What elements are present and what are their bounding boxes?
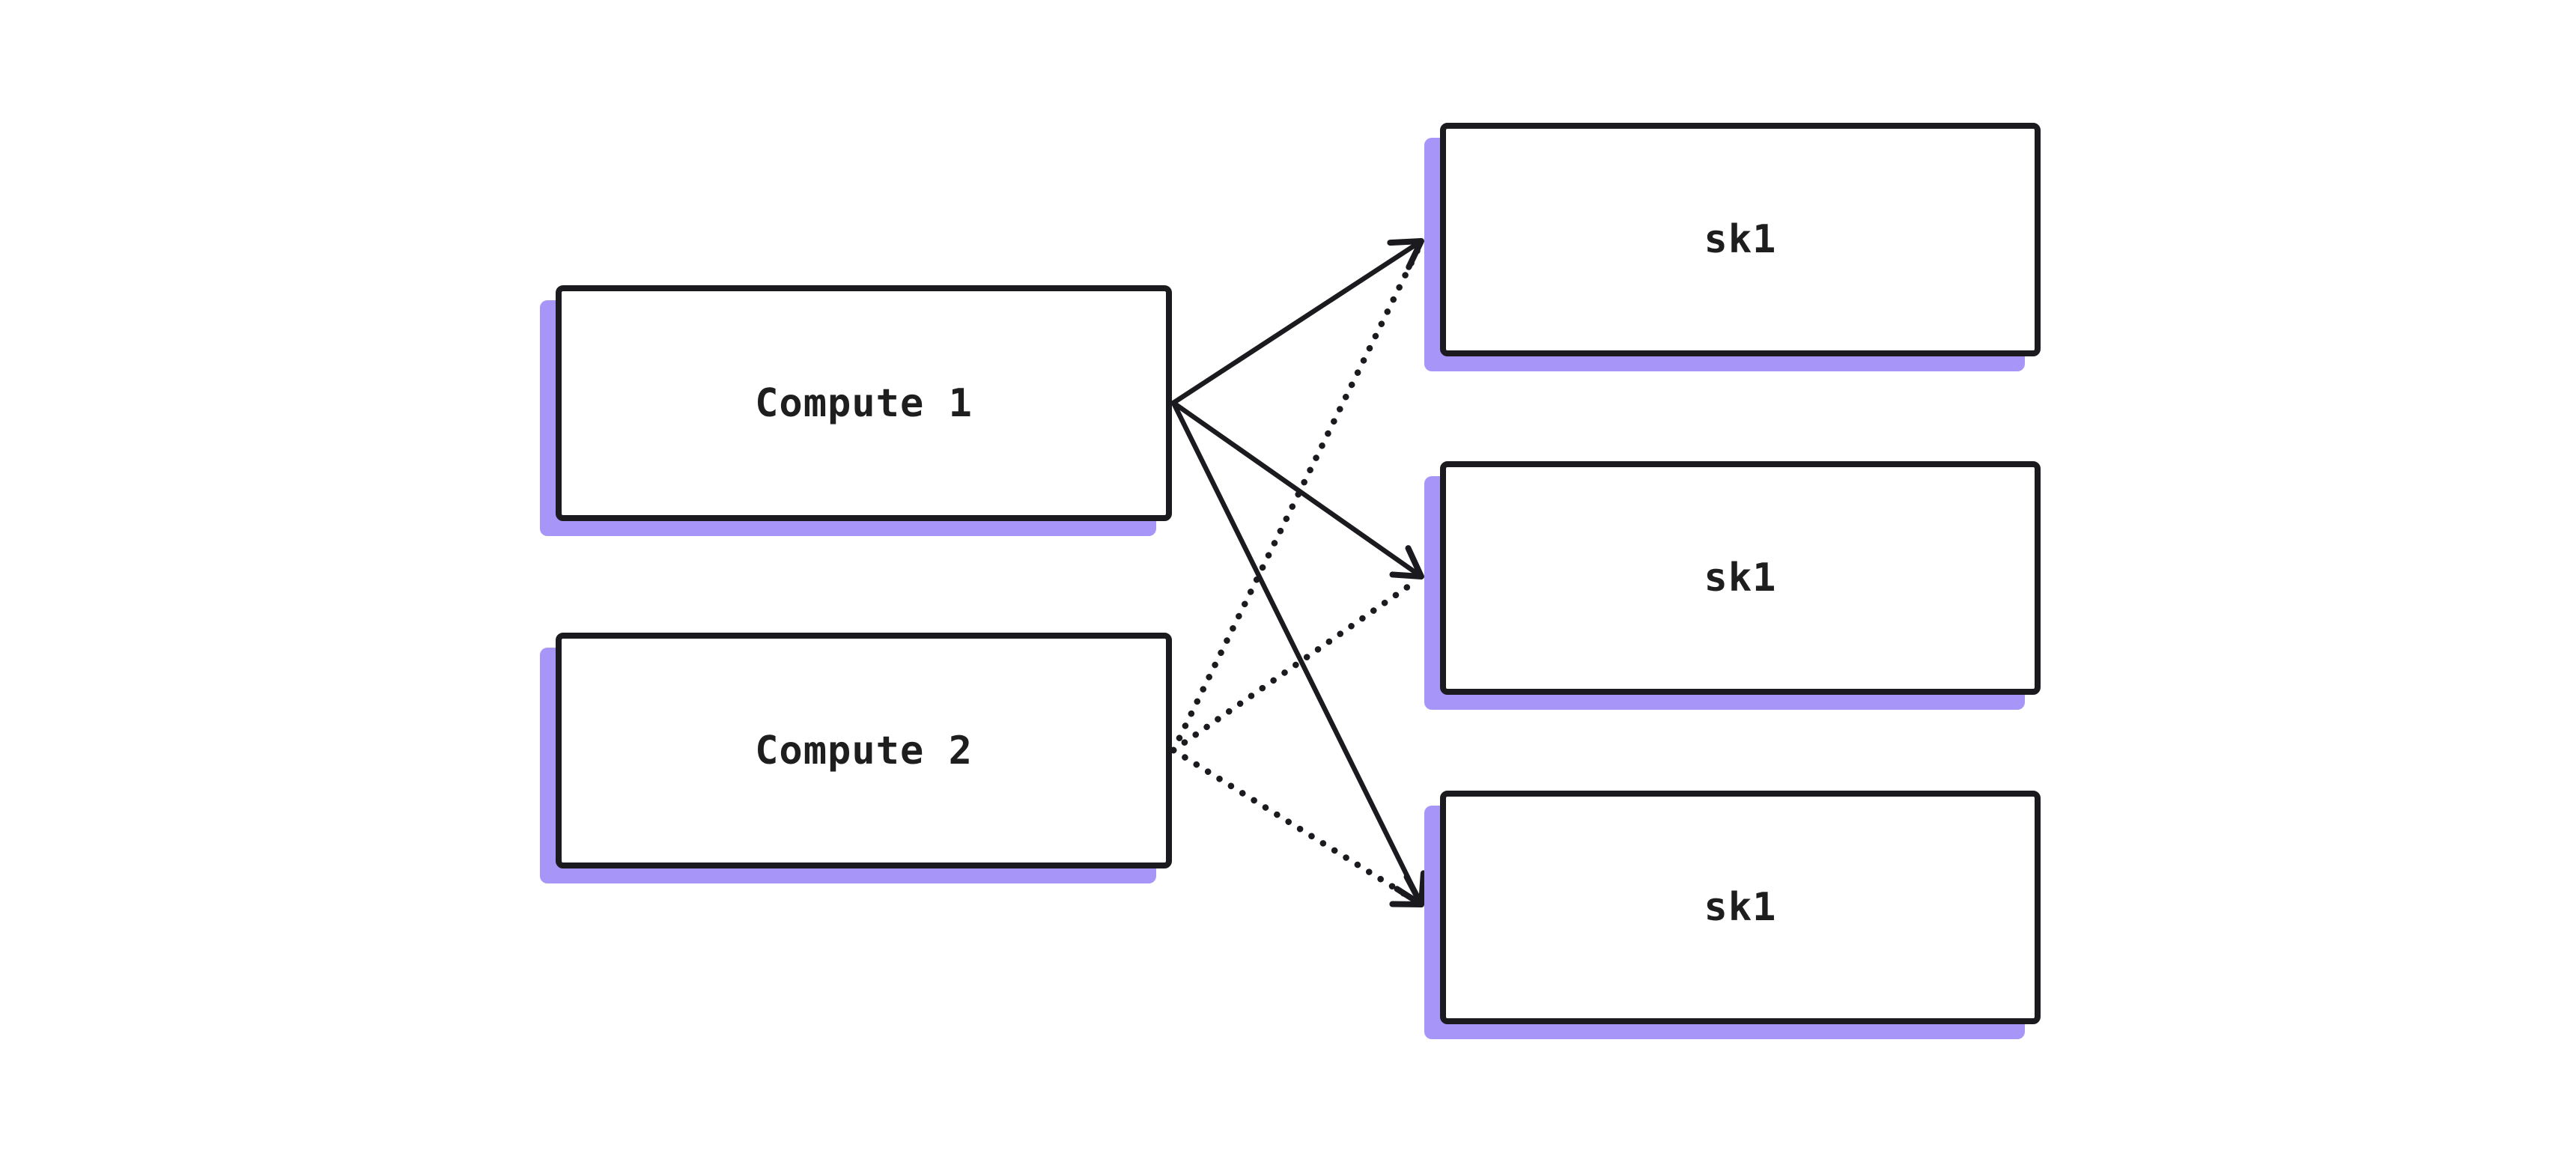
edge-compute-1-sk1-bottom [1170, 400, 1427, 907]
node-sk1-bottom-label: sk1 [1704, 885, 1777, 930]
node-sk1-middle-label: sk1 [1704, 556, 1777, 600]
node-compute-2: Compute 2 [556, 633, 1172, 868]
node-sk1-top: sk1 [1440, 123, 2041, 356]
node-sk1-middle: sk1 [1440, 461, 2041, 695]
edge-compute-1-sk1-middle [1170, 400, 1424, 579]
node-compute-1-label: Compute 1 [755, 380, 973, 426]
edge-compute-2-sk1-middle [1170, 577, 1420, 754]
node-compute-1: Compute 1 [556, 285, 1172, 521]
edge-compute-1-sk1-top [1170, 238, 1424, 406]
node-sk1-bottom: sk1 [1440, 791, 2041, 1024]
node-compute-2-label: Compute 2 [755, 728, 973, 773]
edge-compute-2-sk1-bottom [1170, 746, 1425, 908]
edge-compute-2-sk1-top [1170, 246, 1421, 754]
node-sk1-top-label: sk1 [1704, 217, 1777, 262]
